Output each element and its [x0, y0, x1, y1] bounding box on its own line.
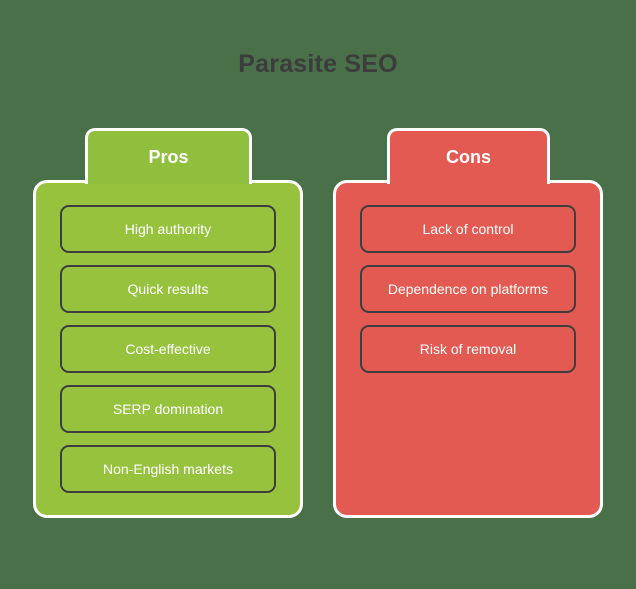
pros-header-label: Pros [148, 147, 189, 167]
pros-panel: High authority Quick results Cost-effect… [33, 180, 303, 518]
cons-header-tab: Cons [387, 128, 550, 184]
list-item: SERP domination [60, 385, 276, 433]
page-title: Parasite SEO [238, 50, 398, 78]
list-item: Quick results [60, 265, 276, 313]
list-item: Dependence on platforms [360, 265, 576, 313]
pros-header-tab: Pros [85, 128, 252, 184]
list-item: Cost-effective [60, 325, 276, 373]
cons-header-label: Cons [446, 147, 491, 167]
list-item: Lack of control [360, 205, 576, 253]
list-item: Non-English markets [60, 445, 276, 493]
pros-item-list: High authority Quick results Cost-effect… [60, 205, 276, 493]
list-item: Risk of removal [360, 325, 576, 373]
cons-item-list: Lack of control Dependence on platforms … [360, 205, 576, 373]
list-item: High authority [60, 205, 276, 253]
cons-panel: Lack of control Dependence on platforms … [333, 180, 603, 518]
